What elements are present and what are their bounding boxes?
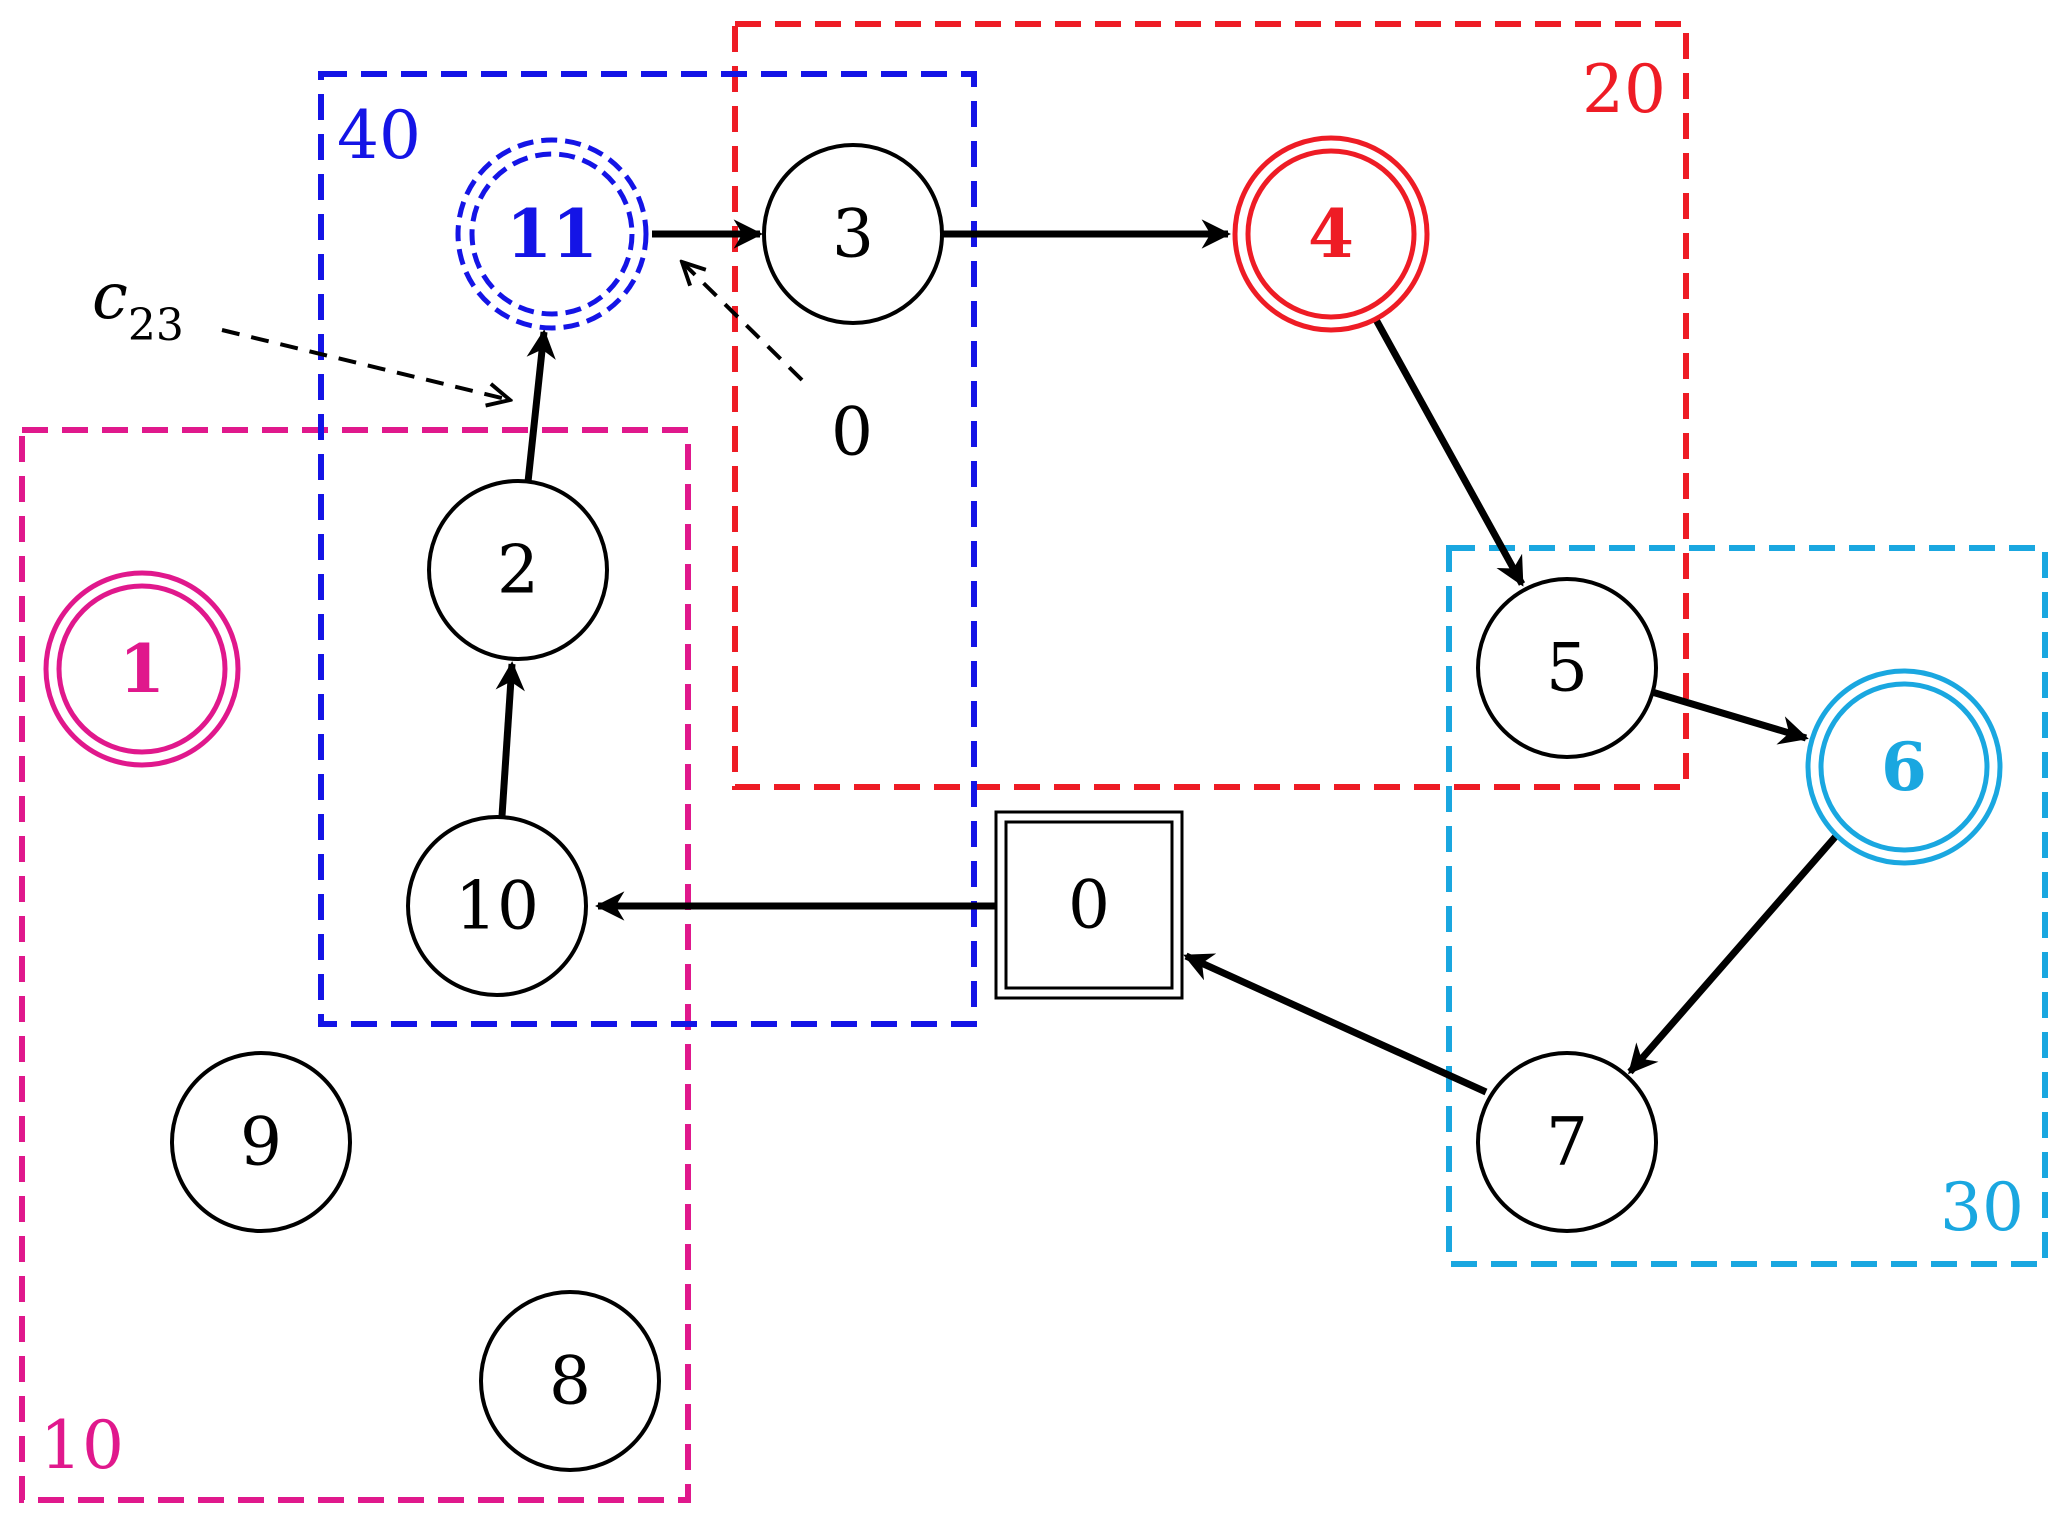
node-0-label: 0: [1068, 867, 1110, 944]
node-11[interactable]: 11: [455, 137, 649, 331]
node-4-label: 4: [1308, 195, 1354, 273]
node-10-circle: [406, 815, 588, 997]
region-20-label: 20: [1582, 51, 1666, 128]
node-9[interactable]: 9: [170, 1051, 352, 1233]
region-30-label: 30: [1940, 1169, 2024, 1246]
region-30-box: [1446, 545, 2048, 1267]
node-6-inner-ring: [1818, 681, 1990, 853]
cost-c23-symbol: c: [92, 260, 128, 334]
nodes: 0 1 2 3 4 5: [43, 135, 2003, 1472]
node-7-label: 7: [1546, 1104, 1588, 1181]
node-1-outer-ring: [43, 570, 241, 768]
node-10[interactable]: 10: [406, 815, 588, 997]
node-6-label: 6: [1881, 728, 1927, 806]
depot-outer-square: [994, 810, 1184, 1000]
node-10-label: 10: [455, 868, 539, 945]
edge-5-to-6: [1650, 688, 1809, 745]
node-4-inner-ring: [1245, 148, 1417, 320]
node-11-inner-ring: [469, 151, 635, 317]
edge-6-to-7: [1627, 833, 1839, 1075]
node-8[interactable]: 8: [479, 1290, 661, 1472]
node-2-circle: [427, 479, 609, 661]
node-11-label: 11: [506, 195, 598, 273]
depot-inner-square: [1004, 820, 1174, 990]
node-9-label: 9: [240, 1104, 282, 1181]
node-5[interactable]: 5: [1476, 577, 1658, 759]
region-10-label: 10: [40, 1407, 124, 1484]
node-7-circle: [1476, 1051, 1658, 1233]
edge-2-to-11: [524, 329, 556, 483]
node-8-label: 8: [549, 1343, 591, 1420]
pointer-c23: [221, 328, 510, 400]
node-3-label: 3: [832, 196, 874, 273]
node-6[interactable]: 6: [1805, 668, 2003, 866]
node-11-outer-ring: [455, 137, 649, 331]
regions: 10 20 30 40: [19, 21, 2048, 1503]
edge-7-to-0: [1183, 952, 1488, 1096]
node-8-circle: [479, 1290, 661, 1472]
node-4-outer-ring: [1232, 135, 1430, 333]
cost-c23-subscript: 23: [128, 300, 184, 351]
node-3-circle: [762, 143, 944, 325]
node-2[interactable]: 2: [427, 479, 609, 661]
annotation-pointers: [221, 262, 804, 400]
edge-4-to-5: [1370, 314, 1526, 587]
node-7[interactable]: 7: [1476, 1051, 1658, 1233]
region-40-box: [318, 71, 977, 1027]
depot-node-0[interactable]: 0: [994, 810, 1184, 1000]
node-9-circle: [170, 1051, 352, 1233]
region-20-box: [732, 21, 1689, 790]
region-40-label: 40: [337, 97, 421, 174]
edges: [495, 219, 1839, 1096]
node-5-label: 5: [1546, 630, 1588, 707]
node-6-outer-ring: [1805, 668, 2003, 866]
node-1-inner-ring: [56, 583, 228, 755]
node-3[interactable]: 3: [762, 143, 944, 325]
node-2-label: 2: [497, 532, 539, 609]
node-4[interactable]: 4: [1232, 135, 1430, 333]
cost-zero-label: 0: [831, 394, 873, 471]
cost-c23-label: c23: [92, 260, 184, 351]
edge-10-to-2: [495, 661, 525, 817]
node-1[interactable]: 1: [43, 570, 241, 768]
region-10-box: [19, 427, 691, 1503]
node-5-circle: [1476, 577, 1658, 759]
node-1-label: 1: [119, 630, 165, 708]
